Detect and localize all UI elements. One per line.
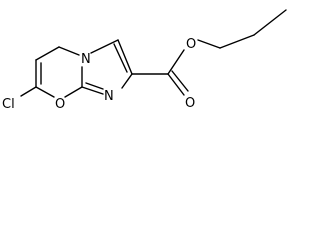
bond-c2-c3-inner [113, 43, 128, 73]
ester-oxygen-label: O [186, 37, 196, 52]
bond-oester-ch2 [197, 39, 221, 49]
bond-c5-n4 [58, 46, 80, 56]
bond-c7-o1 [35, 86, 55, 98]
bond-c2-c3 [117, 39, 133, 75]
bond-c-o-double [167, 73, 185, 96]
bond-ch3-end [253, 9, 287, 36]
imidazole-nitrogen-label: N [104, 89, 114, 104]
bond-lines [20, 9, 287, 98]
bond-cl-c7 [20, 86, 37, 97]
bond-n-c2 [121, 73, 133, 89]
bond-c-o-double-inner [171, 70, 189, 92]
chemical-structure-drawing: Cl O N N O O [2, 9, 287, 112]
carbonyl-oxygen-label: O [185, 96, 195, 111]
bond-c8a-n-inner [85, 82, 104, 90]
bond-c-oester [167, 49, 185, 75]
bond-c6-c5 [35, 46, 60, 61]
chlorine-label: Cl [2, 97, 15, 112]
ring-oxygen-label: O [55, 97, 65, 112]
bridge-nitrogen-label: N [81, 52, 91, 67]
atom-labels: Cl O N N O O [2, 37, 196, 112]
bond-ch2-ch3 [219, 34, 255, 49]
bond-c8a-n [81, 86, 104, 95]
bond-c3-n4 [90, 39, 119, 54]
bond-o1-c8a [64, 86, 83, 98]
